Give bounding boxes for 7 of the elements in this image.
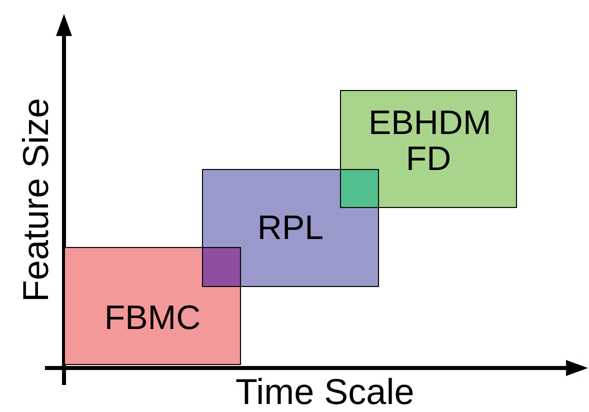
region-label: RPL xyxy=(257,210,324,246)
axis-title: Time Scale xyxy=(236,371,414,412)
region-label: EBHDM FD xyxy=(368,105,488,177)
axis-title: Feature Size xyxy=(15,98,58,302)
region-box xyxy=(64,247,241,365)
region-label: FBMC xyxy=(104,300,201,336)
region-box xyxy=(340,90,517,208)
